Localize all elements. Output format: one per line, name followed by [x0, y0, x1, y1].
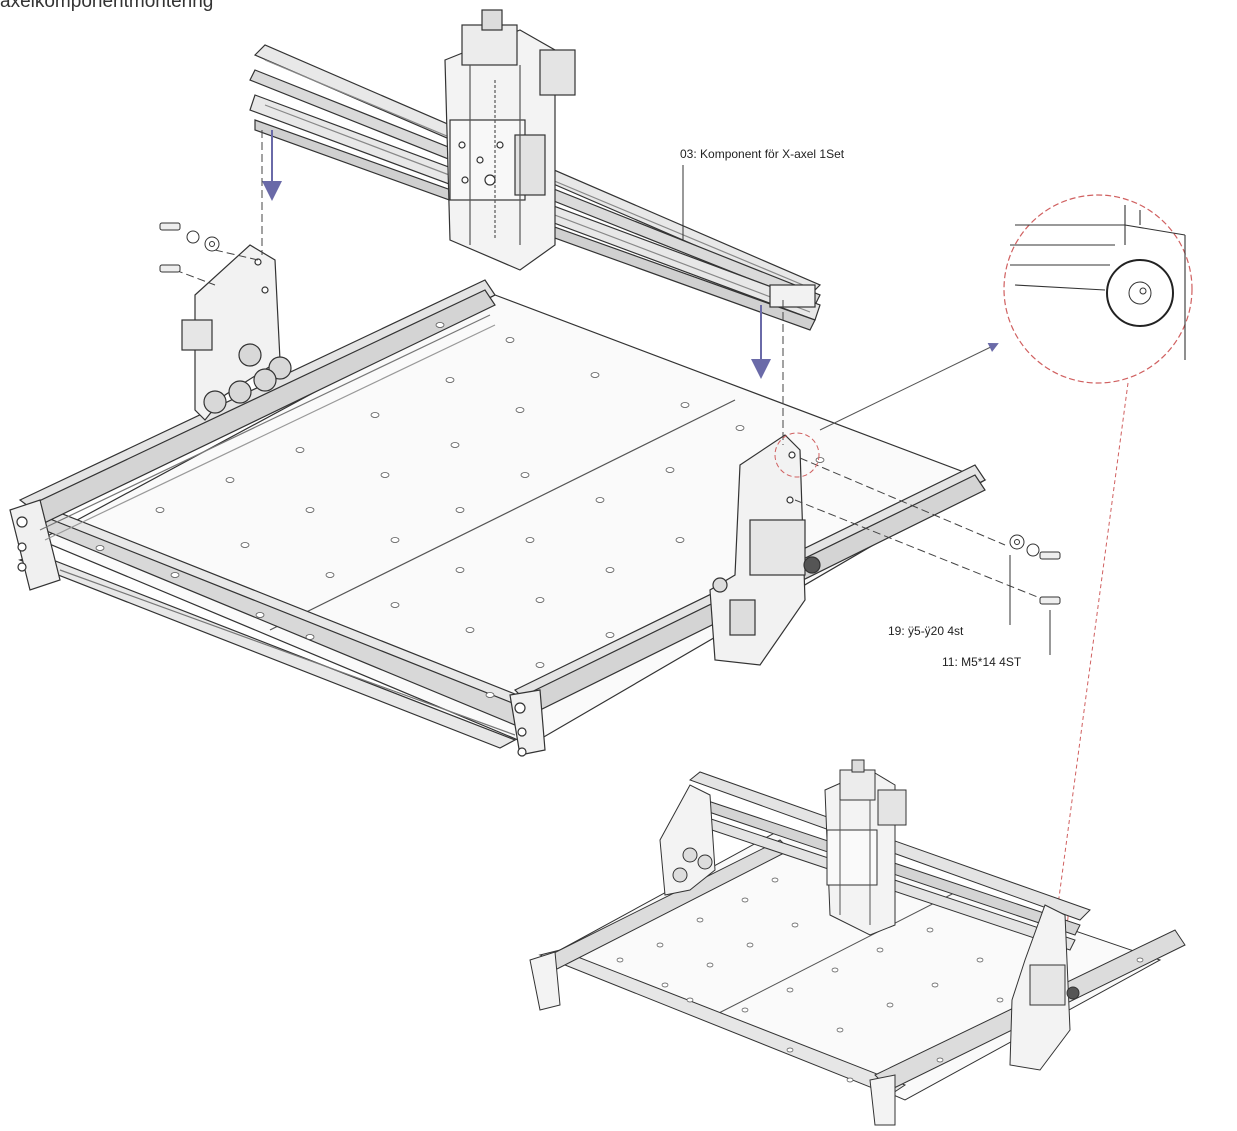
- leader-lines: [682, 165, 1051, 655]
- left-fasteners: [159, 222, 220, 273]
- detail-magnified-view: [774, 194, 1193, 478]
- assembled-plate-holes: [616, 877, 1144, 1083]
- plate-holes: [95, 322, 825, 698]
- left-gantry-plate: [181, 244, 292, 421]
- plate-seam: [269, 399, 736, 631]
- callout-x-axis-component: 03: Komponent för X-axel 1Set: [680, 147, 845, 161]
- detail-link-line: [1057, 382, 1129, 906]
- callout-screw: 11: M5*14 4ST: [942, 655, 1022, 669]
- right-fasteners: [1009, 534, 1061, 605]
- assembled-machine: [529, 759, 1186, 1126]
- alignment-lines: [174, 130, 1046, 601]
- callout-washer: 19: ÿ5-ÿ20 4st: [888, 624, 964, 638]
- base-plate: [38, 294, 987, 746]
- spindle-carriage: [444, 9, 576, 271]
- end-plate-front: [509, 689, 546, 756]
- page-title: axelkomponentmontering: [0, 0, 214, 12]
- main-frame: [9, 279, 987, 757]
- right-gantry-plate: [709, 434, 821, 666]
